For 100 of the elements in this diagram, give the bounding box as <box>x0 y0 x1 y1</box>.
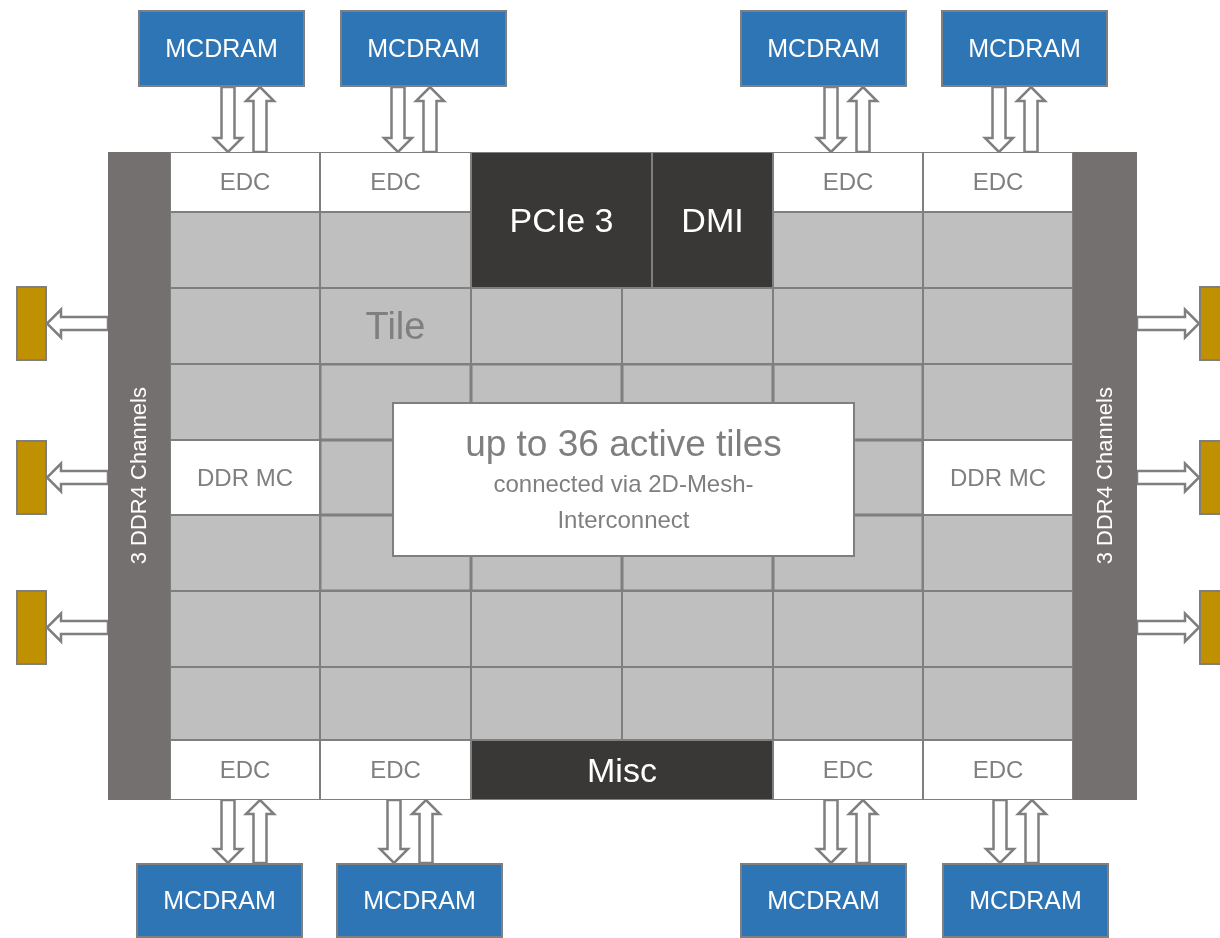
tile-cell <box>320 288 471 364</box>
controller-cell <box>170 440 320 515</box>
memory-block <box>336 863 503 938</box>
block-arrow <box>982 85 1016 154</box>
tile-cell <box>320 667 471 740</box>
tile-cell <box>622 667 773 740</box>
block-arrow <box>846 85 880 154</box>
block-arrow <box>211 85 245 154</box>
block-arrow <box>45 306 110 341</box>
tile-cell <box>923 364 1073 440</box>
block-label: MCDRAM <box>968 34 1081 63</box>
io-block <box>471 740 773 800</box>
callout-box <box>392 402 855 557</box>
controller-cell <box>170 740 320 800</box>
block-arrow <box>1135 460 1201 495</box>
block-label: MCDRAM <box>165 34 278 63</box>
block-label: Tile <box>365 304 426 348</box>
block-arrow <box>1135 306 1201 341</box>
block-label: DMI <box>681 200 744 240</box>
block-arrow <box>1015 798 1049 865</box>
channel-bar <box>1073 152 1137 800</box>
io-block <box>652 152 773 288</box>
block-label: MCDRAM <box>767 34 880 63</box>
controller-cell <box>773 740 923 800</box>
tile-cell <box>471 667 622 740</box>
tile-cell <box>923 591 1073 667</box>
block-label: up to 36 active tiles <box>465 421 782 466</box>
tile-cell <box>320 591 471 667</box>
memory-module <box>16 440 47 515</box>
block-label: MCDRAM <box>767 886 880 915</box>
vertical-label: 3 DDR4 Channels <box>1092 387 1118 565</box>
tile-cell <box>170 591 320 667</box>
tile-cell <box>773 591 923 667</box>
block-label: EDC <box>972 168 1024 196</box>
tile-cell <box>622 591 773 667</box>
memory-block <box>740 863 907 938</box>
memory-block <box>941 10 1108 87</box>
block-arrow <box>45 610 110 645</box>
vertical-label: 3 DDR4 Channels <box>126 387 152 565</box>
block-arrow <box>211 798 245 865</box>
controller-cell <box>773 152 923 212</box>
block-arrow <box>243 85 277 154</box>
block-label: MCDRAM <box>363 886 476 915</box>
io-block <box>471 152 652 288</box>
block-arrow <box>409 798 443 865</box>
block-arrow <box>45 460 110 495</box>
block-label: PCIe 3 <box>509 200 614 240</box>
block-arrow <box>1014 85 1048 154</box>
block-arrow <box>413 85 447 154</box>
block-arrow <box>381 85 415 154</box>
block-arrow <box>814 85 848 154</box>
memory-block <box>942 863 1109 938</box>
block-label: MCDRAM <box>367 34 480 63</box>
block-label: Misc <box>587 750 657 790</box>
block-arrow <box>983 798 1017 865</box>
controller-cell <box>170 152 320 212</box>
block-arrow <box>243 798 277 865</box>
block-label: DDR MC <box>197 463 293 492</box>
controller-cell <box>923 440 1073 515</box>
block-label: EDC <box>972 756 1024 784</box>
block-label: EDC <box>370 756 421 784</box>
tile-cell <box>170 515 320 591</box>
memory-block <box>136 863 303 938</box>
block-label: EDC <box>219 756 271 784</box>
tile-cell <box>471 288 622 364</box>
tile-cell <box>773 212 923 288</box>
memory-module <box>16 590 47 665</box>
tile-cell <box>622 288 773 364</box>
memory-module <box>16 286 47 361</box>
tile-cell <box>923 288 1073 364</box>
controller-cell <box>320 740 471 800</box>
memory-block <box>138 10 305 87</box>
tile-cell <box>320 212 471 288</box>
controller-cell <box>923 740 1073 800</box>
block-label: MCDRAM <box>163 886 276 915</box>
block-label: DDR MC <box>950 463 1046 492</box>
tile-cell <box>170 212 320 288</box>
tile-cell <box>170 667 320 740</box>
controller-cell <box>320 152 471 212</box>
tile-cell <box>923 515 1073 591</box>
tile-cell <box>923 667 1073 740</box>
block-arrow <box>846 798 880 865</box>
block-subtitle: connected via 2D-Mesh-Interconnect <box>492 468 755 535</box>
memory-block <box>340 10 507 87</box>
block-label: MCDRAM <box>969 886 1082 915</box>
block-label: EDC <box>219 168 271 196</box>
tile-cell <box>170 288 320 364</box>
block-arrow <box>1135 610 1201 645</box>
block-label: EDC <box>822 756 874 784</box>
tile-cell <box>773 667 923 740</box>
tile-cell <box>923 212 1073 288</box>
tile-cell <box>170 364 320 440</box>
tile-cell <box>471 591 622 667</box>
block-label: EDC <box>370 168 421 196</box>
controller-cell <box>923 152 1073 212</box>
block-arrow <box>814 798 848 865</box>
memory-block <box>740 10 907 87</box>
block-arrow <box>377 798 411 865</box>
block-label: EDC <box>822 168 874 196</box>
channel-bar <box>108 152 170 800</box>
